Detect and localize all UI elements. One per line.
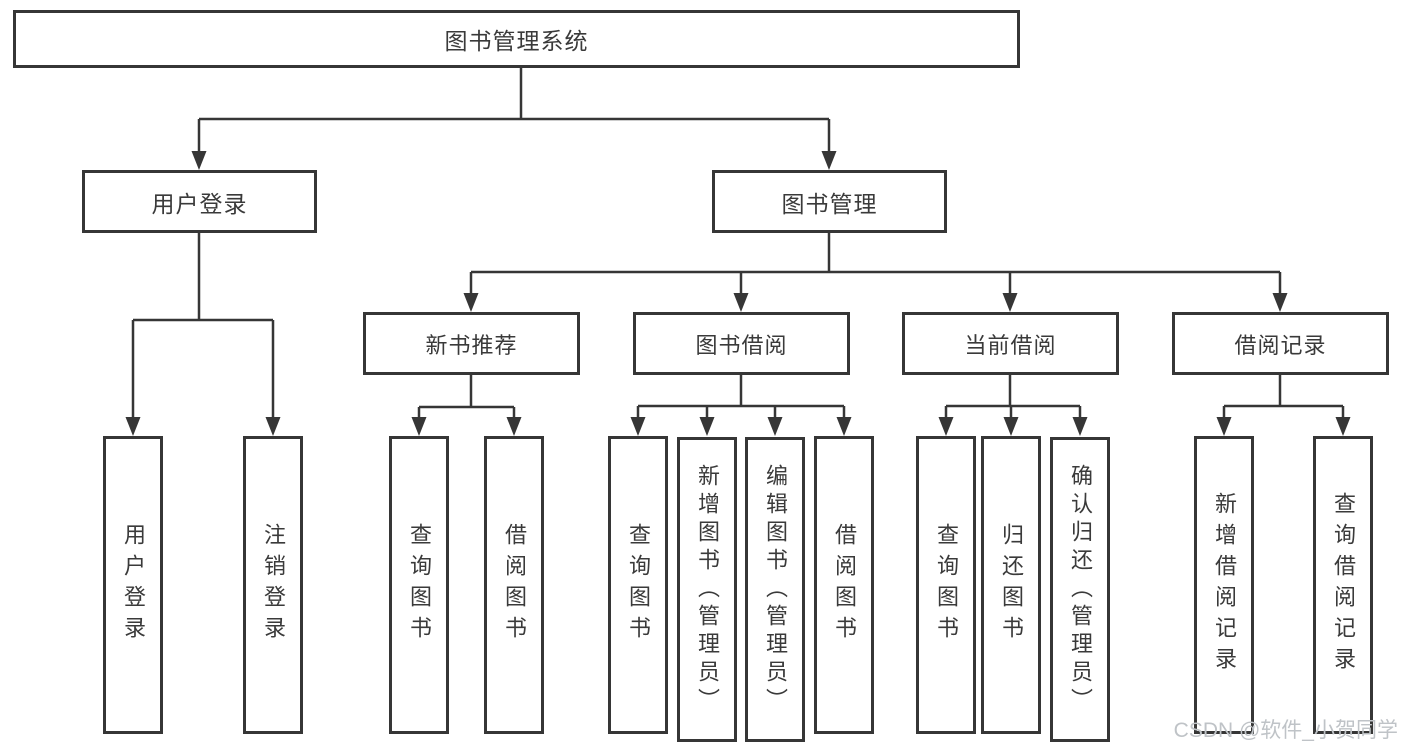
node-borrow-record: 借阅记录 (1172, 312, 1389, 375)
leaf-user-login: 用户登录 (103, 436, 163, 734)
leaf-current-query-books: 查询图书 (916, 436, 976, 734)
node-book-management: 图书管理 (712, 170, 947, 233)
leaf-recommend-query-books: 查询图书 (389, 436, 449, 734)
node-user-login: 用户登录 (82, 170, 317, 233)
leaf-edit-books-admin: 编辑图书（管理员） (745, 437, 805, 742)
leaf-add-borrow-record: 新增借阅记录 (1194, 436, 1254, 734)
leaf-add-books-admin: 新增图书（管理员） (677, 437, 737, 742)
node-current-borrow: 当前借阅 (902, 312, 1119, 375)
leaf-query-borrow-record: 查询借阅记录 (1313, 436, 1373, 734)
leaf-recommend-borrow-books: 借阅图书 (484, 436, 544, 734)
node-root-system: 图书管理系统 (13, 10, 1020, 68)
leaf-borrow-books: 借阅图书 (814, 436, 874, 734)
leaf-logout: 注销登录 (243, 436, 303, 734)
node-new-book-recommend: 新书推荐 (363, 312, 580, 375)
leaf-return-books: 归还图书 (981, 436, 1041, 734)
csdn-watermark: CSDN @软件_小贺同学 (1173, 719, 1398, 742)
leaf-borrow-query-books: 查询图书 (608, 436, 668, 734)
node-book-borrow: 图书借阅 (633, 312, 850, 375)
leaf-confirm-return-admin: 确认归还（管理员） (1050, 437, 1110, 742)
